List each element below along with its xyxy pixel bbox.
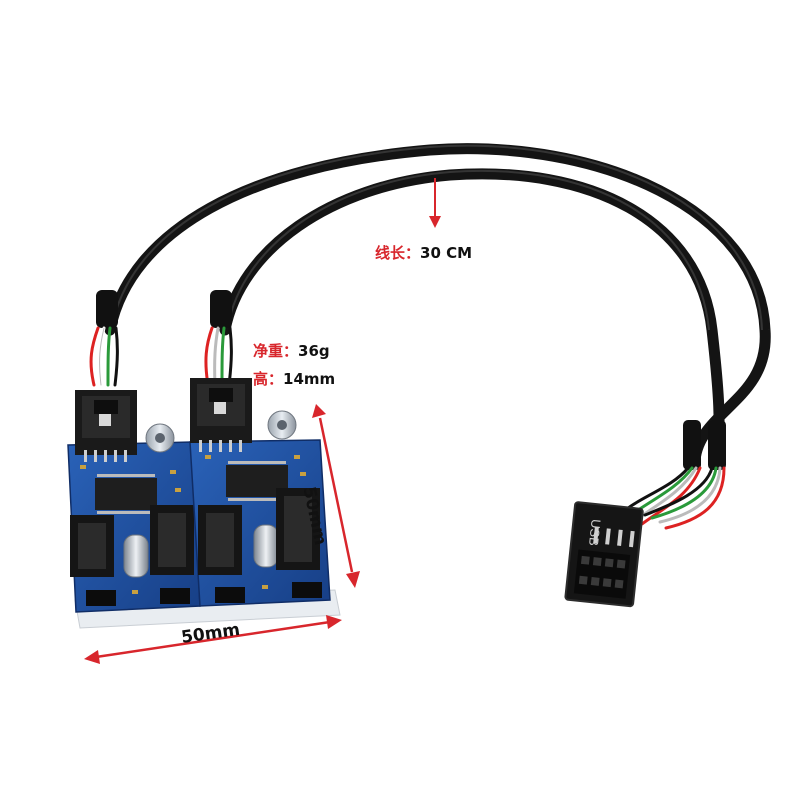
cable-length-value: 30 CM [420, 244, 473, 262]
cable-strain-reliefs [96, 290, 726, 470]
wires-center [204, 326, 233, 387]
cable-inner [219, 168, 725, 466]
usb-marking: USB [586, 518, 604, 546]
width-dimension-arrow [84, 615, 342, 664]
net-weight-label: 净重：36g [253, 342, 330, 360]
depth-dimension-arrow [312, 404, 360, 588]
height-label: 高：14mm [253, 370, 336, 388]
pcb-module-right [189, 378, 331, 607]
cable-length-arrow [429, 178, 441, 228]
usb-header-connector: USB [564, 501, 644, 608]
cable-outer [104, 143, 771, 466]
pcb-module-left [67, 390, 201, 613]
net-weight-value: 36g [298, 342, 330, 360]
wires-left [89, 326, 119, 387]
wires-right [616, 466, 726, 530]
height-value: 14mm [283, 370, 336, 388]
cable-length-label: 线长：30 CM [375, 244, 473, 262]
hub-board-assembly [67, 378, 341, 629]
